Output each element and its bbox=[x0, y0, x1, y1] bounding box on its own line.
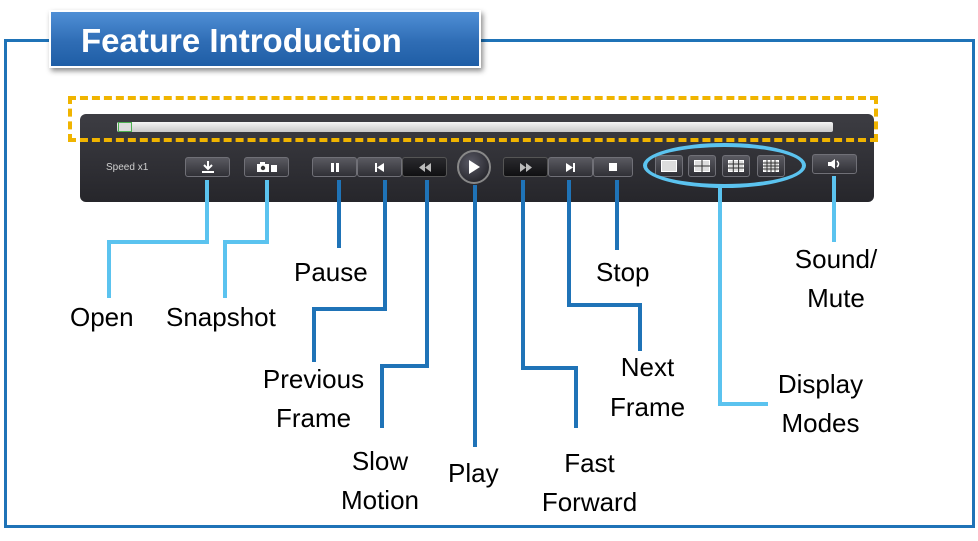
display-modes-label-line1: Display bbox=[777, 369, 864, 399]
previous-frame-callout-line-h bbox=[312, 307, 387, 311]
sound-mute-callout-line bbox=[832, 176, 836, 242]
sound-mute-button[interactable] bbox=[812, 154, 857, 174]
play-icon bbox=[469, 160, 480, 174]
slow-motion-label-line1: Slow bbox=[351, 446, 409, 476]
pause-callout-line bbox=[337, 180, 341, 248]
previous-frame-label-line1: Previous bbox=[262, 364, 365, 394]
snapshot-callout-line-h bbox=[223, 240, 269, 244]
snapshot-label: Snapshot bbox=[166, 302, 276, 332]
display-modes-label-line2: Modes bbox=[781, 408, 860, 438]
stop-icon bbox=[609, 163, 617, 171]
next-frame-callout-line-h bbox=[567, 303, 642, 307]
play-label: Play bbox=[448, 458, 499, 488]
fast-forward-icon bbox=[519, 162, 532, 172]
slow-motion-label-line2: Motion bbox=[340, 485, 420, 515]
display-modes-callout-line-h bbox=[718, 402, 768, 406]
download-icon bbox=[201, 161, 214, 173]
next-frame-callout-line-v bbox=[638, 303, 642, 351]
open-callout-line-h bbox=[107, 240, 209, 244]
next-frame-label-line1: Next bbox=[620, 352, 675, 382]
next-frame-label-line2: Frame bbox=[609, 392, 686, 422]
sound-mute-label-line1: Sound/ bbox=[794, 244, 878, 274]
snapshot-button[interactable] bbox=[244, 157, 289, 177]
stop-callout-line bbox=[615, 180, 619, 250]
slow-motion-button[interactable] bbox=[402, 157, 447, 177]
display-modes-callout-line bbox=[718, 188, 722, 406]
pause-label: Pause bbox=[294, 257, 368, 287]
next-frame-icon bbox=[566, 162, 575, 172]
snapshot-callout-line bbox=[265, 180, 269, 243]
camera-icon bbox=[256, 162, 277, 172]
fast-forward-button[interactable] bbox=[503, 157, 548, 177]
previous-frame-callout-line bbox=[383, 180, 387, 311]
stop-button[interactable] bbox=[593, 157, 633, 177]
pause-icon bbox=[330, 162, 339, 172]
slow-motion-callout-line-h bbox=[380, 364, 429, 368]
speaker-icon bbox=[827, 159, 839, 169]
stop-label: Stop bbox=[596, 257, 650, 287]
progress-slider[interactable] bbox=[117, 122, 833, 132]
pause-button[interactable] bbox=[312, 157, 357, 177]
progress-highlight-box bbox=[68, 96, 878, 142]
outer-frame bbox=[4, 39, 975, 528]
fast-forward-callout-line-h bbox=[521, 366, 578, 370]
snapshot-callout-line-v bbox=[223, 240, 227, 298]
slow-motion-callout-line bbox=[425, 180, 429, 368]
open-label: Open bbox=[70, 302, 134, 332]
rewind-icon bbox=[418, 162, 431, 172]
fast-forward-label-line1: Fast bbox=[564, 448, 615, 478]
previous-frame-button[interactable] bbox=[357, 157, 402, 177]
next-frame-button[interactable] bbox=[548, 157, 593, 177]
fast-forward-label-line2: Forward bbox=[541, 487, 638, 517]
speed-label: Speed x1 bbox=[106, 162, 149, 173]
open-callout-line bbox=[205, 180, 209, 243]
display-modes-highlight bbox=[643, 143, 806, 188]
play-button[interactable] bbox=[457, 150, 491, 184]
previous-frame-label-line2: Frame bbox=[275, 403, 352, 433]
progress-thumb[interactable] bbox=[118, 122, 132, 132]
slow-motion-callout-line-v bbox=[380, 364, 384, 428]
previous-frame-icon bbox=[375, 162, 384, 172]
open-button[interactable] bbox=[185, 157, 230, 177]
next-frame-callout-line bbox=[567, 180, 571, 307]
page-title: Feature Introduction bbox=[49, 10, 481, 68]
fast-forward-callout-line bbox=[521, 180, 525, 370]
fast-forward-callout-line-v bbox=[574, 366, 578, 428]
open-callout-line-v bbox=[107, 240, 111, 298]
sound-mute-label-line2: Mute bbox=[807, 283, 865, 313]
previous-frame-callout-line-v bbox=[312, 307, 316, 362]
play-callout-line bbox=[473, 185, 477, 447]
